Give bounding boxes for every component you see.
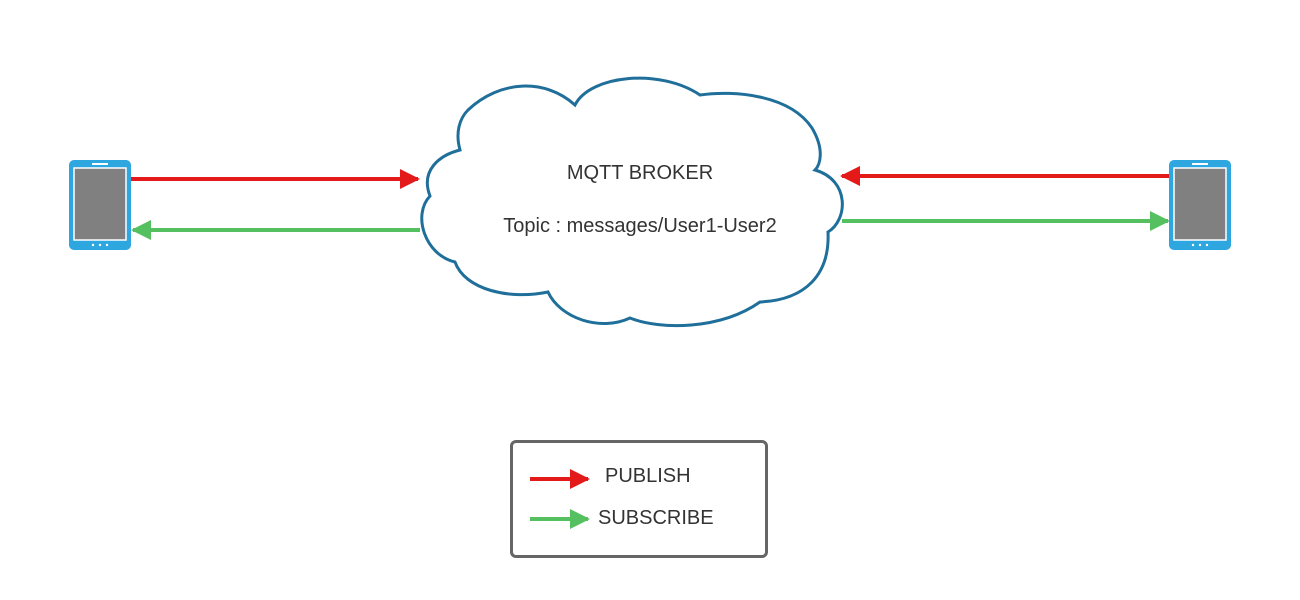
- broker-title: MQTT BROKER: [566, 162, 714, 184]
- legend-subscribe-label: SUBSCRIBE: [598, 507, 714, 529]
- broker-cloud-icon: [420, 76, 844, 328]
- broker-topic: Topic : messages/User1-User2: [503, 215, 777, 237]
- legend-publish-label: PUBLISH: [605, 465, 691, 487]
- legend: [510, 440, 768, 558]
- cloud-shape: [420, 76, 844, 328]
- right-smartphone-icon: [1169, 160, 1231, 250]
- left-smartphone-icon: [69, 160, 131, 250]
